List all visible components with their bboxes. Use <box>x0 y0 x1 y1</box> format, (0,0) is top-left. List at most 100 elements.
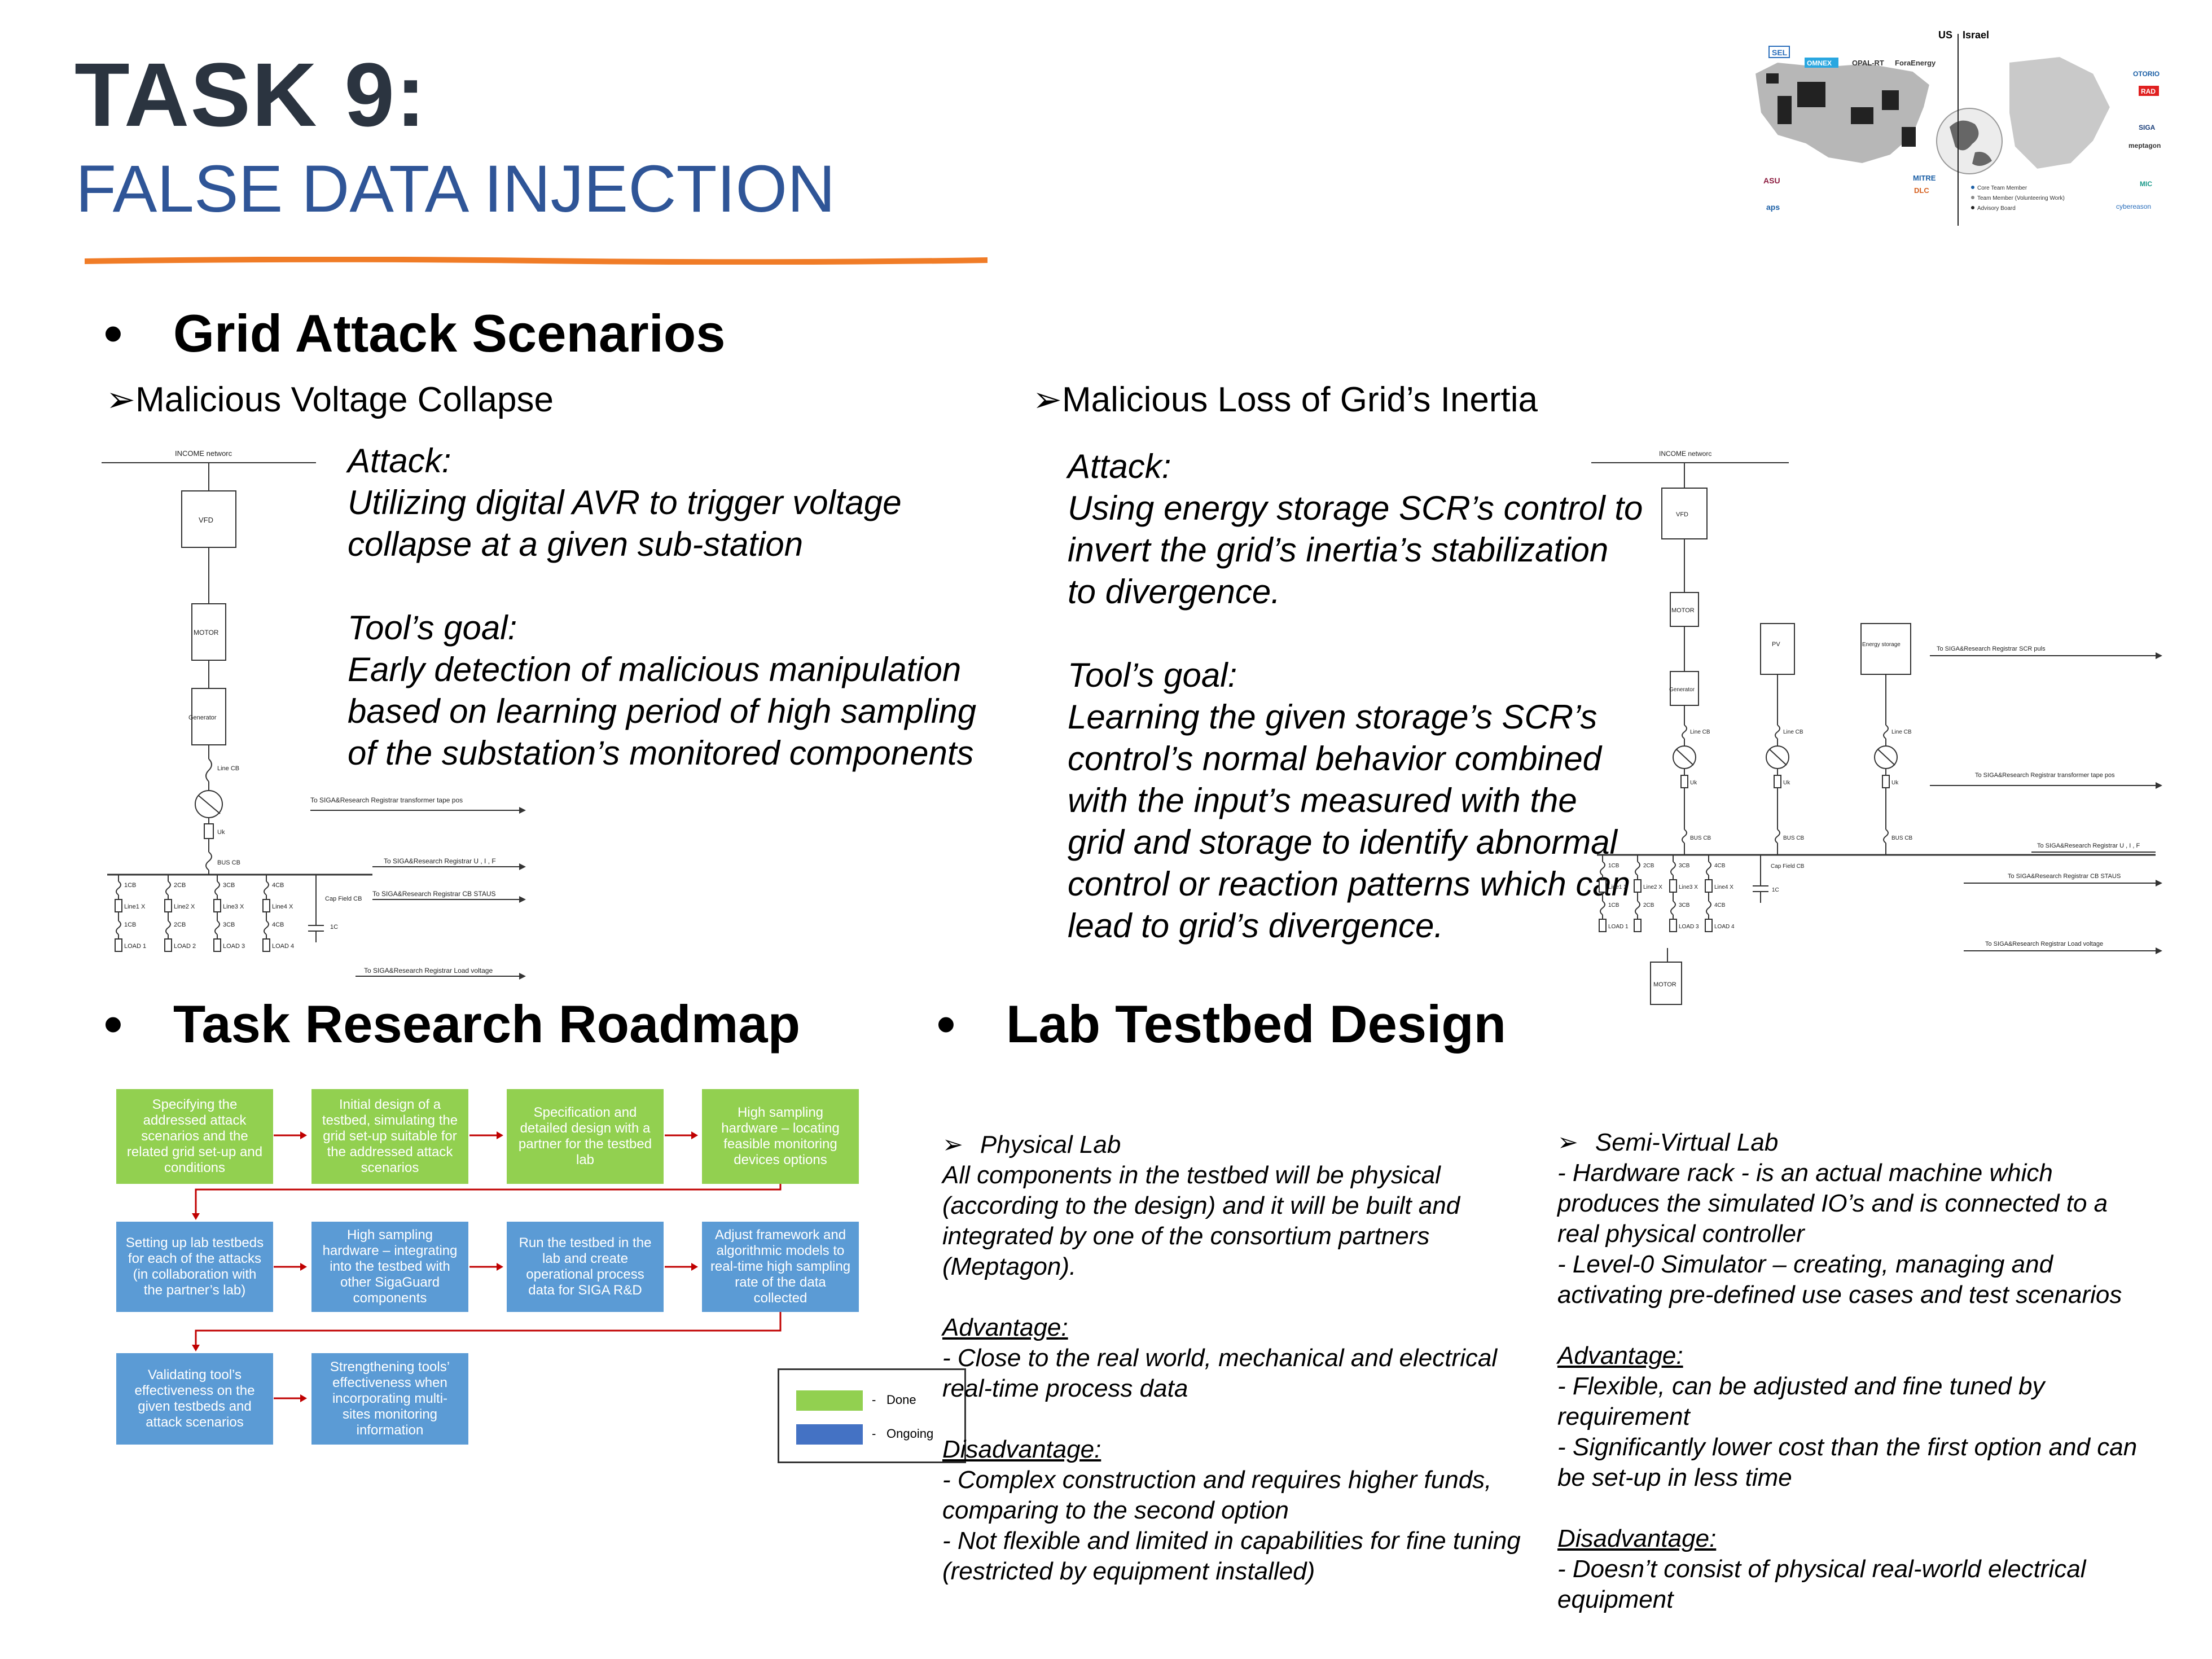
consortium-map: US Israel SEL OMNEX OPAL-RT ForaEnergy A… <box>1754 29 2161 226</box>
legend-done-label: Done <box>886 1393 916 1407</box>
voltage-attack-text: Attack: Utilizing digital AVR to trigger… <box>348 442 977 772</box>
legend-done-swatch <box>796 1390 863 1411</box>
globe-icon <box>1936 108 2003 174</box>
omnex-logo <box>1805 58 1838 68</box>
grid-attack-heading-text: Grid Attack Scenarios <box>173 304 726 363</box>
opal-rt-logo: OPAL-RT <box>1852 59 1884 67</box>
middle-east-map-icon <box>2008 55 2112 170</box>
section-heading-roadmap: •Task Research Roadmap <box>104 998 800 1051</box>
sel-logo <box>1768 46 1790 58</box>
output-cb-status: To SIGA&Research Registrar CB STAUS <box>372 890 496 898</box>
cap-cb-label: Cap Field CB <box>325 896 362 902</box>
otorio-logo: OTORIO <box>2133 70 2160 78</box>
feeder-4-line-label: Line4 X <box>272 903 293 910</box>
line-cb-label: Line CB <box>1891 729 1912 735</box>
motor-label: MOTOR <box>194 629 219 637</box>
legend-dash: - <box>872 1427 876 1441</box>
feeder-1-cb2-label: 1CB <box>124 921 136 928</box>
israel-label: Israel <box>1963 29 1989 41</box>
semi-advantage-2: - Significantly lower cost than the firs… <box>1557 1433 2138 1491</box>
rad-logo <box>2139 86 2159 96</box>
cap-label: 1C <box>330 924 338 931</box>
us-label: US <box>1938 29 1952 41</box>
feeder-2-line-label: Line2 X <box>174 903 195 910</box>
feeder-2-cb-label: 2CB <box>174 882 186 889</box>
roadmap-step-1: Specifying the addressed attack scenario… <box>116 1089 273 1184</box>
siga-logo: SIGA <box>2139 124 2156 131</box>
semi-item-1: - Hardware rack - is an actual machine w… <box>1557 1159 2108 1248</box>
feeder-2-cb2-label: 2CB <box>1643 902 1654 908</box>
sel-logo-text: SEL <box>1772 48 1788 57</box>
physical-disadvantage-2: - Not flexible and limited in capabiliti… <box>942 1527 1521 1585</box>
inertia-attack-text: Attack: Using energy storage SCR’s contr… <box>1068 447 1643 945</box>
output-tape-pos: To SIGA&Research Registrar transformer t… <box>310 796 463 804</box>
aps-logo: aps <box>1766 203 1780 212</box>
roadmap-step-5: Setting up lab testbeds for each of the … <box>116 1222 273 1312</box>
feeder-4-load-label: LOAD 4 <box>272 943 294 950</box>
energy-storage-label: Energy storage <box>1862 642 1901 648</box>
cap-cb-label: Cap Field CB <box>1771 863 1805 870</box>
lab-heading-text: Lab Testbed Design <box>1006 994 1507 1054</box>
roadmap-step-7: Run the testbed in the lab and create op… <box>507 1222 664 1312</box>
legend-ongoing-swatch <box>796 1424 863 1445</box>
feeder-2-cb2-label: 2CB <box>174 921 186 928</box>
mic-logo: MIC <box>2140 180 2152 188</box>
feeder-1-line-label: Line1 X <box>124 903 146 910</box>
feeder-1-load-label: LOAD 1 <box>1608 924 1629 930</box>
output-uif: To SIGA&Research Registrar U , I , F <box>2037 842 2140 849</box>
bus-cb-label: BUS CB <box>1690 835 1711 841</box>
roadmap-step-4: High sampling hardware – locating feasib… <box>702 1089 859 1184</box>
feeder-4-cb2-label: 4CB <box>272 921 284 928</box>
physical-disadvantage-1: - Complex construction and requires high… <box>942 1466 1492 1524</box>
loss-inertia-title: ➢Malicious Loss of Grid’s Inertia <box>1033 380 1538 419</box>
output-tape-pos: To SIGA&Research Registrar transformer t… <box>1975 772 2115 779</box>
roadmap-legend: - Done - Ongoing <box>778 1368 966 1463</box>
physical-advantage-label: Advantage: <box>942 1314 1068 1341</box>
rad-logo-text: RAD <box>2141 87 2156 95</box>
generator-label: Generator <box>188 714 217 721</box>
output-cb-status: To SIGA&Research Registrar CB STAUS <box>2008 873 2121 880</box>
feeder-2-line-label: Line2 X <box>1643 884 1662 890</box>
fora-energy-logo: ForaEnergy <box>1895 59 1936 67</box>
output-scr-puls: To SIGA&Research Registrar SCR puls <box>1937 646 2046 652</box>
physical-advantage-1: - Close to the real world, mechanical an… <box>942 1344 1498 1402</box>
cybereason-logo: cybereason <box>2116 203 2151 210</box>
bus-cb-label: BUS CB <box>1783 835 1805 841</box>
semi-virtual-lab-panel: ➢Semi-Virtual Lab - Hardware rack - is a… <box>1557 1127 2156 1615</box>
uk-label: Uk <box>1891 780 1899 786</box>
line-cb-label: Line CB <box>1690 729 1710 735</box>
uk-label: Uk <box>1690 780 1697 786</box>
feeder-3-load-label: LOAD 3 <box>1679 924 1699 930</box>
semi-disadvantage-1: - Doesn’t consist of physical real-world… <box>1557 1555 2086 1613</box>
feeder-1-load-label: LOAD 1 <box>124 943 146 950</box>
feeder-2-cb-label: 2CB <box>1643 863 1654 869</box>
omnex-logo-text: OMNEX <box>1807 59 1832 67</box>
us-map-icon <box>1754 61 1931 165</box>
feeder-4-cb2-label: 4CB <box>1714 902 1726 908</box>
vfd-label: VFD <box>199 516 213 524</box>
feeder-3-load-label: LOAD 3 <box>223 943 245 950</box>
roadmap-step-8: Adjust framework and algorithmic models … <box>702 1222 859 1312</box>
physical-lab-description: All components in the testbed will be ph… <box>942 1161 1460 1280</box>
arrow-bullet-icon: ➢ <box>1557 1129 1578 1156</box>
arrow-bullet-icon: ➢ <box>1033 380 1062 419</box>
generator-label: Generator <box>1669 687 1695 693</box>
motor-label: MOTOR <box>1671 607 1695 614</box>
diagram-top-label: INCOME networc <box>1659 450 1711 458</box>
roadmap-heading-text: Task Research Roadmap <box>173 994 800 1054</box>
bus-cb-label: BUS CB <box>1891 835 1913 841</box>
section-heading-grid-attack: • Grid Attack Scenarios <box>104 307 726 360</box>
bus-cb-label: BUS CB <box>217 859 240 866</box>
feeder-3-cb2-label: 3CB <box>223 921 235 928</box>
feeder-1-cb-label: 1CB <box>1608 863 1620 869</box>
bullet-icon: • <box>104 304 122 363</box>
feeder-3-line-label: Line3 X <box>1679 884 1698 890</box>
physical-disadvantage-label: Disadvantage: <box>942 1436 1101 1463</box>
roadmap-step-3: Specification and detailed design with a… <box>507 1089 664 1184</box>
vfd-label: VFD <box>1676 511 1688 518</box>
roadmap-step-10: Strengthening tools’ effectiveness when … <box>311 1353 468 1445</box>
feeder-1-cb2-label: 1CB <box>1608 902 1620 908</box>
uk-label: Uk <box>1783 780 1790 786</box>
bullet-icon: • <box>937 994 955 1054</box>
arrow-bullet-icon: ➢ <box>106 380 135 419</box>
